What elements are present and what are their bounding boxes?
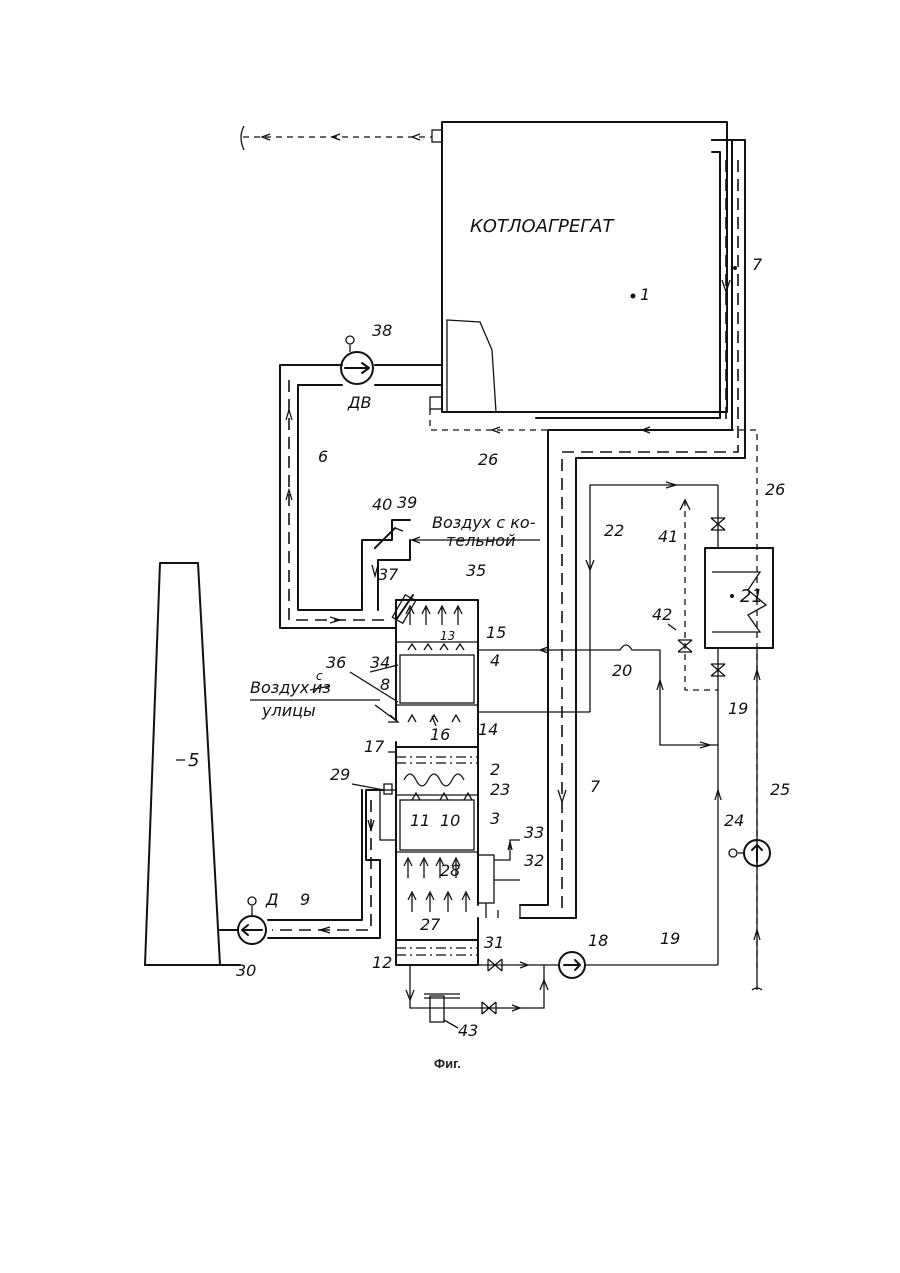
burner-zone [447,320,496,412]
label-23: 23 [490,780,510,799]
label-25: 25 [770,780,790,799]
label-13: 13 [440,629,455,643]
air-from-boiler-room-1: Воздух с ко- [432,513,536,532]
top-signal-line [241,126,432,150]
chimney-5: 5 [145,563,240,965]
boiler-unit: КОТЛОАГРЕГАТ 1 [430,122,727,412]
label-33: 33 [524,823,544,842]
label-6: 6 [318,447,328,466]
label-41: 41 [658,527,678,546]
filter-43: 43 [424,994,478,1040]
label-15: 15 [486,623,506,642]
label-17: 17 [364,737,385,756]
air-from-boiler-room-2: тельной [446,531,515,550]
label-36: 36 [326,653,346,672]
label-dv: ДВ [347,393,371,412]
exhauster-30: Д 30 [220,890,279,980]
label-39: 39 [397,493,417,512]
label-10: 10 [440,811,460,830]
label-26-b: 26 [765,480,785,499]
air-from-street-1: Воздух [250,678,310,697]
label-1: 1 [640,285,650,304]
flue-duct-7: 7 7 [520,140,763,918]
heat-exchanger-21: 21 42 41 [652,485,773,690]
label-29: 29 [330,765,350,784]
label-12: 12 [372,953,392,972]
label-4: 4 [490,651,500,670]
line-26: 26 26 [430,409,785,968]
boiler-title: КОТЛОАГРЕГАТ [470,216,616,237]
air-from-street-2: улицы [261,701,316,720]
label-26-a: 26 [478,450,498,469]
label-21: 21 [740,586,763,607]
label-27: 27 [420,915,441,934]
label-7-top: 7 [752,255,763,274]
label-8: 8 [380,675,390,694]
packing-4 [400,655,474,703]
label-3: 3 [490,809,500,828]
air-intake-39: 40 39 Воздух с ко- тельной [362,493,540,610]
label-d: Д [265,890,279,909]
label-9: 9 [300,890,310,909]
top-arrows [406,606,462,625]
label-35: 35 [466,561,486,580]
label-28: 28 [440,861,460,880]
label-22: 22 [604,521,624,540]
label-20: 20 [612,661,632,680]
figure-caption: Фиг. [434,1056,461,1071]
label-19-b: 19 [660,929,680,948]
duct-9: 9 [268,790,380,938]
label-43: 43 [458,1021,478,1040]
fan-38: 38 ДВ [341,321,392,412]
label-31: 31 [484,933,504,952]
label-37: 37 [378,565,399,584]
air-from-street-inserted: с [316,669,323,683]
pump-18: 18 [559,931,608,978]
label-38: 38 [372,321,392,340]
main-column: 37 35 13 15 4 34 36 14 16 8 Воздух из с … [250,561,590,972]
label-5: 5 [188,750,199,771]
label-40: 40 [372,495,392,514]
label-18: 18 [588,931,608,950]
label-32: 32 [524,851,544,870]
label-7-mid: 7 [590,777,601,796]
label-16: 16 [430,725,450,744]
label-30: 30 [236,961,256,980]
label-2: 2 [490,760,500,779]
label-14: 14 [478,720,498,739]
label-11: 11 [410,811,430,830]
label-42: 42 [652,605,672,624]
label-19-a: 19 [728,699,748,718]
label-24: 24 [724,811,744,830]
